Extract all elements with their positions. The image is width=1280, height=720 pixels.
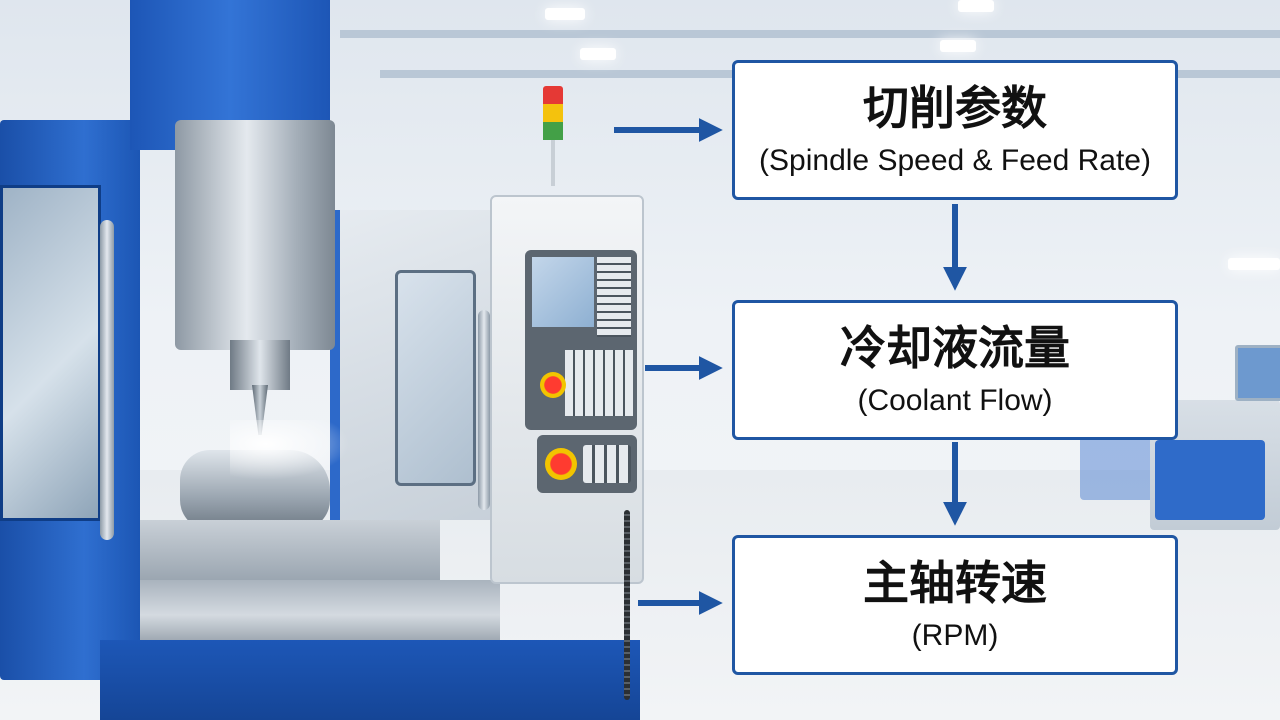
step-title: 主轴转速 <box>863 556 1047 610</box>
flow-step-cutting-parameters: 切削参数 (Spindle Speed & Feed Rate) <box>732 60 1178 200</box>
ceiling-light <box>580 48 616 60</box>
stack-light-icon <box>543 86 563 186</box>
flow-step-coolant-flow: 冷却液流量 (Coolant Flow) <box>732 300 1178 440</box>
stack-light-red <box>543 86 563 104</box>
ceiling-light <box>1228 258 1280 270</box>
step-subtitle: (Coolant Flow) <box>857 384 1053 417</box>
lab-cabinet <box>1155 440 1265 520</box>
cnc-machine <box>0 0 644 720</box>
ceiling-light <box>545 8 585 20</box>
step-subtitle: (RPM) <box>911 619 999 652</box>
step-title: 冷却液流量 <box>840 321 1070 375</box>
machine-bed <box>140 580 500 650</box>
worktable <box>140 520 440 580</box>
ceiling-light <box>940 40 976 52</box>
control-keypad-lower <box>565 350 633 416</box>
flow-step-spindle-rpm: 主轴转速 (RPM) <box>732 535 1178 675</box>
door-handle-right <box>478 310 490 510</box>
step-subtitle: (Spindle Speed & Feed Rate) <box>759 144 1151 177</box>
machine-side-window <box>0 185 101 521</box>
spindle-housing <box>175 120 335 350</box>
spindle-nose <box>230 340 290 390</box>
control-screen-icon <box>532 257 594 327</box>
ceiling-beam <box>340 30 1280 38</box>
coolant-spray <box>230 420 350 480</box>
stack-light-green <box>543 122 563 140</box>
emergency-stop-icon <box>545 448 577 480</box>
door-handle-left <box>100 220 114 540</box>
emergency-stop-icon <box>540 372 566 398</box>
lab-monitor <box>1235 345 1280 401</box>
ceiling-light <box>958 0 994 12</box>
pendant-cable <box>624 510 630 700</box>
stack-light-pole <box>551 140 555 186</box>
step-title: 切削参数 <box>863 81 1047 135</box>
control-keypad <box>597 257 631 337</box>
stack-light-yellow <box>543 104 563 122</box>
machine-base <box>100 640 640 720</box>
machine-door-window <box>395 270 476 486</box>
control-buttons <box>583 445 631 483</box>
